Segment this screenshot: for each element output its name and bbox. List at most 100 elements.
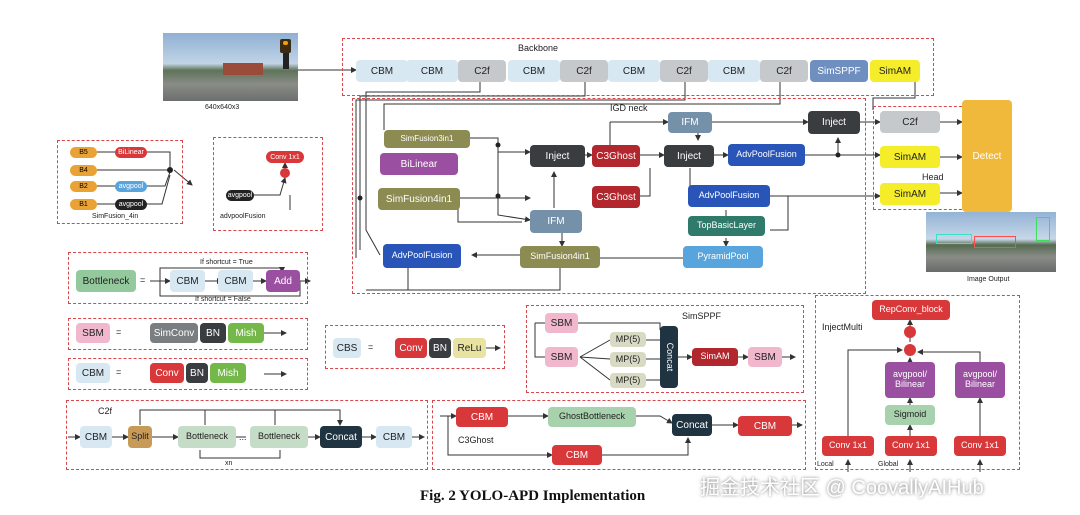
c3ghost-title: C3Ghost	[458, 435, 494, 445]
im-conv-3: Conv 1x1	[954, 436, 1006, 456]
sppf-sbm-3: SBM	[748, 347, 782, 367]
sppf-sbm-1: SBM	[545, 313, 578, 333]
output-image	[926, 212, 1056, 272]
bottleneck-def	[68, 252, 308, 304]
sbm-simconv: SimConv	[150, 323, 198, 343]
cbm-mish: Mish	[210, 363, 246, 383]
sppf-concat-label: Concat	[664, 342, 675, 372]
head-c2f-block: C2f	[880, 111, 940, 133]
simfusion3in1-block: SimFusion3in1	[384, 130, 470, 148]
sf-op-bilinear: BiLinear	[115, 147, 147, 158]
figure-caption: Fig. 2 YOLO-APD Implementation	[420, 488, 646, 504]
sppf-mp-2: MP(5)	[610, 352, 646, 367]
cbs-conv: Conv	[395, 338, 427, 358]
simfusion4in1-block: SimFusion4in1	[378, 188, 460, 210]
advpoolfusion-block-1: AdvPoolFusion	[728, 144, 805, 166]
simsppf-def	[526, 305, 804, 393]
ap-conv: Conv 1x1	[266, 151, 304, 163]
pyramidpool-block: PyramidPool	[683, 246, 763, 268]
simfusion-panel-caption: SimFusion_4in	[92, 213, 139, 220]
equals: =	[116, 367, 122, 377]
advpool-panel	[213, 137, 323, 231]
backbone-block: C2f	[760, 60, 808, 82]
sf-op-avgpool: avgpool	[115, 181, 147, 192]
im-repconv: RepConv_block	[872, 300, 950, 320]
c2f-dots: ...	[239, 432, 247, 442]
bilinear-block: BiLinear	[380, 153, 458, 175]
c2f-bottleneck-2: Bottleneck	[250, 426, 308, 448]
backbone-block: C2f	[458, 60, 506, 82]
c2f-bottleneck-1: Bottleneck	[178, 426, 236, 448]
backbone-block: C2f	[660, 60, 708, 82]
bottleneck-label: Bottleneck	[76, 270, 136, 292]
injectmulti-def	[815, 295, 1020, 470]
c3ghost-def	[432, 400, 806, 470]
im-add-node	[904, 326, 916, 338]
neck-region	[352, 98, 866, 294]
head-simam-block-2: SimAM	[880, 183, 940, 205]
sppf-concat: Concat	[660, 326, 678, 388]
im-avgpool-bilinear-1: avgpool/ Bilinear	[885, 362, 935, 398]
c3g-cbm-3: CBM	[552, 445, 602, 465]
c3ghost-block-2: C3Ghost	[592, 186, 640, 208]
equals: =	[368, 342, 374, 352]
backbone-block: CBM	[708, 60, 760, 82]
im-avgpool-bilinear-2: avgpool/ Bilinear	[955, 362, 1005, 398]
backbone-block: CBM	[508, 60, 560, 82]
c3g-cbm-2: CBM	[738, 416, 792, 436]
equals: =	[116, 327, 122, 337]
sf-input-b5: B5	[70, 147, 97, 158]
im-sigmoid: Sigmoid	[885, 405, 935, 425]
inject-block-3: Inject	[808, 111, 860, 134]
input-image	[163, 33, 298, 101]
c3g-cbm-1: CBM	[456, 407, 508, 427]
sbm-label: SBM	[76, 323, 110, 343]
backbone-title: Backbone	[518, 43, 559, 53]
simsppf-title: SimSPPF	[682, 311, 722, 321]
im-mul-node	[904, 344, 916, 356]
inject-block-1: Inject	[530, 145, 585, 167]
sbm-bn: BN	[200, 323, 226, 343]
c2f-concat: Concat	[320, 426, 362, 448]
sppf-mp-3: MP(5)	[610, 373, 646, 388]
sf-input-b4: B4	[70, 165, 97, 176]
c2f-cbm-2: CBM	[376, 426, 412, 448]
backbone-block-simsppf: SimSPPF	[810, 60, 868, 82]
bn-cbm-2: CBM	[218, 270, 253, 292]
watermark: 掘金技术社区 @ CoovallyAIHub	[700, 477, 984, 499]
sppf-simam: SimAM	[692, 348, 738, 366]
ifm-block-2: IFM	[668, 112, 712, 133]
backbone-block: CBM	[608, 60, 660, 82]
im-conv-1: Conv 1x1	[822, 436, 874, 456]
ifm-block-1: IFM	[530, 210, 582, 233]
cbm-conv: Conv	[150, 363, 184, 383]
shortcut-true-label: If shortcut = True	[200, 259, 253, 266]
backbone-block: C2f	[560, 60, 608, 82]
bn-cbm-1: CBM	[170, 270, 205, 292]
equals: =	[140, 275, 146, 285]
neck-title: IGD neck	[610, 103, 648, 113]
sbm-def	[68, 318, 308, 350]
head-simam-block-1: SimAM	[880, 146, 940, 168]
sf-op-avgpool-2: avgpool	[115, 199, 147, 210]
image-output-label: Image Output	[967, 276, 1010, 283]
advpoolfusion-block-3: AdvPoolFusion	[383, 244, 461, 268]
injectmulti-title: InjectMulti	[822, 322, 863, 332]
cbm-label: CBM	[76, 363, 110, 383]
ap-fusion-node	[280, 168, 290, 178]
head-title: Head	[922, 172, 944, 182]
shortcut-false-label: If shortcut = False	[195, 296, 251, 303]
bn-add: Add	[266, 270, 300, 292]
c2f-cbm-1: CBM	[80, 426, 112, 448]
backbone-block: CBM	[356, 60, 408, 82]
advpool-panel-caption: advpoolFusion	[220, 213, 266, 220]
im-local-label: Local	[817, 461, 834, 468]
cbm-def	[68, 358, 308, 390]
ap-avgpool: avgpool	[226, 190, 254, 201]
simfusion4in1-block-2: SimFusion4in1	[520, 246, 600, 268]
backbone-region	[342, 38, 934, 96]
backbone-block-simam: SimAM	[870, 60, 920, 82]
cbm-bn: BN	[186, 363, 208, 383]
